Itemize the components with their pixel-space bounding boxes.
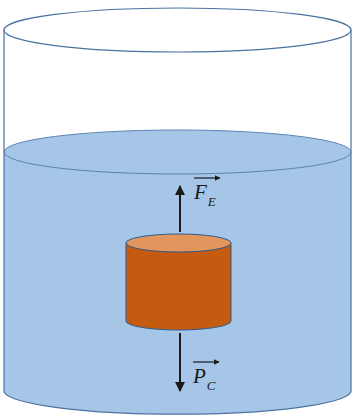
water-surface [4, 130, 351, 174]
object-body [126, 243, 231, 330]
force-symbol: F [194, 182, 207, 203]
force-subscript: C [207, 379, 216, 392]
vector-arrow [194, 177, 220, 178]
vector-arrow [193, 361, 219, 362]
container-rim [4, 8, 351, 52]
buoyancy-arrow [179, 186, 181, 232]
weight-arrow [179, 333, 181, 391]
container-wall [4, 30, 351, 414]
force-subscript: E [208, 195, 216, 208]
force-symbol: P [193, 366, 206, 387]
water [4, 152, 351, 414]
object-top [126, 234, 231, 252]
